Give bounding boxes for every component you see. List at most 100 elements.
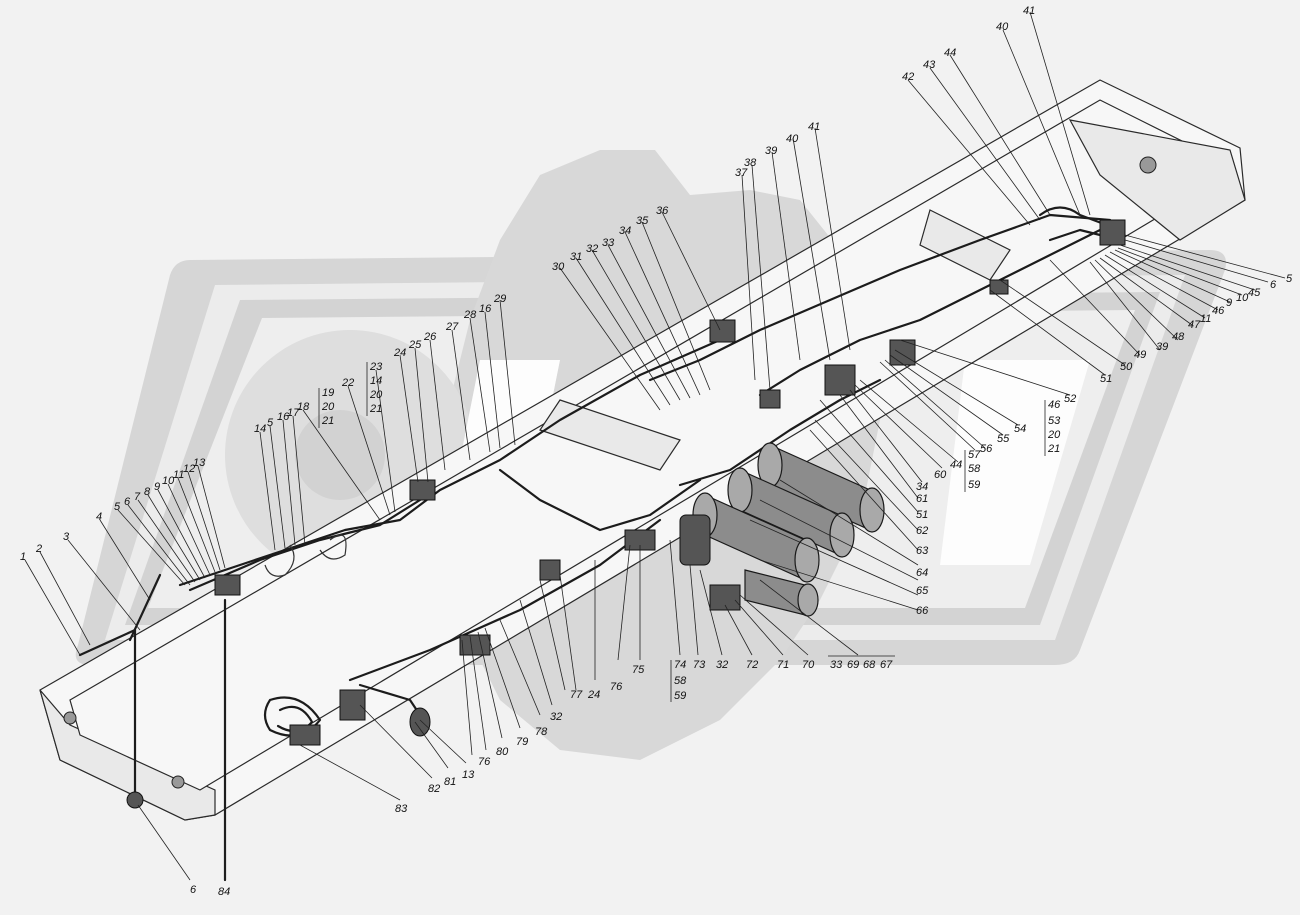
- label-50: 50: [1120, 361, 1133, 373]
- callout-labels: 1 2 3 4 5 6 7 8 9 10 11 12 13 14 5 16 17…: [20, 5, 1293, 898]
- coupling-6: [126, 791, 144, 809]
- label-33: 33: [602, 237, 615, 249]
- label-6b: 6: [1270, 279, 1277, 291]
- label-44b: 44: [950, 459, 962, 471]
- label-21c: 21: [1047, 443, 1060, 455]
- label-20: 20: [321, 401, 335, 413]
- label-42: 42: [902, 71, 914, 83]
- label-68: 68: [863, 659, 876, 671]
- label-51: 51: [1100, 373, 1112, 385]
- label-10b: 10: [1236, 292, 1249, 304]
- label-39b: 39: [1156, 341, 1168, 353]
- label-73: 73: [693, 659, 706, 671]
- label-56: 56: [980, 443, 993, 455]
- label-47: 47: [1188, 319, 1201, 331]
- label-45: 45: [1248, 287, 1261, 299]
- label-26: 26: [423, 331, 437, 343]
- label-36: 36: [656, 205, 669, 217]
- label-49: 49: [1134, 349, 1146, 361]
- label-80: 80: [496, 746, 509, 758]
- label-76: 76: [610, 681, 623, 693]
- label-27: 27: [445, 321, 459, 333]
- label-53: 53: [1048, 415, 1061, 427]
- label-59: 59: [968, 479, 980, 491]
- label-23: 23: [369, 361, 383, 373]
- label-58: 58: [968, 463, 981, 475]
- label-20b: 20: [369, 389, 383, 401]
- label-46: 46: [1212, 305, 1225, 317]
- label-9b: 9: [1226, 297, 1232, 309]
- label-5b: 5: [267, 417, 274, 429]
- label-16: 16: [277, 411, 290, 423]
- label-30: 30: [552, 261, 565, 273]
- label-58b: 58: [674, 675, 687, 687]
- leader-lines: [24, 11, 1286, 881]
- label-31: 31: [570, 251, 582, 263]
- valve-45: [1099, 219, 1126, 246]
- label-52: 52: [1064, 393, 1076, 405]
- corrugated-80: [459, 634, 491, 656]
- label-60: 60: [934, 469, 947, 481]
- connector-83: [289, 724, 321, 746]
- label-20c: 20: [1047, 429, 1061, 441]
- label-70: 70: [802, 659, 815, 671]
- label-34: 34: [619, 225, 631, 237]
- label-24b: 24: [587, 689, 600, 701]
- label-51b: 51: [916, 509, 928, 521]
- label-14b: 14: [370, 375, 382, 387]
- label-34b: 34: [916, 481, 928, 493]
- valve-82: [339, 689, 366, 721]
- label-83: 83: [395, 803, 408, 815]
- valve-72: [709, 584, 741, 611]
- label-40: 40: [786, 133, 799, 145]
- label-17: 17: [287, 407, 300, 419]
- coupling-heads: [214, 574, 241, 596]
- label-41b: 41: [1023, 5, 1035, 17]
- components: [126, 219, 1126, 809]
- label-72: 72: [746, 659, 758, 671]
- label-32c: 32: [550, 711, 562, 723]
- pipelines: [78, 206, 1122, 882]
- label-5: 5: [114, 501, 121, 513]
- label-77: 77: [570, 689, 583, 701]
- label-29: 29: [493, 293, 506, 305]
- chamber-13: [409, 707, 431, 737]
- label-55: 55: [997, 433, 1010, 445]
- group-brackets: [318, 362, 1046, 702]
- label-21: 21: [321, 415, 334, 427]
- label-46b: 46: [1048, 399, 1061, 411]
- label-5c: 5: [1286, 273, 1293, 285]
- label-76b: 76: [478, 756, 491, 768]
- label-24: 24: [393, 347, 406, 359]
- label-2: 2: [35, 543, 42, 555]
- label-65: 65: [916, 585, 929, 597]
- label-19: 19: [322, 387, 334, 399]
- label-13b: 13: [462, 769, 475, 781]
- label-75: 75: [632, 664, 645, 676]
- label-64: 64: [916, 567, 928, 579]
- label-62: 62: [916, 525, 928, 537]
- label-48: 48: [1172, 331, 1185, 343]
- label-66: 66: [916, 605, 929, 617]
- label-6c: 6: [190, 884, 197, 896]
- label-44: 44: [944, 47, 956, 59]
- label-78: 78: [535, 726, 548, 738]
- label-11: 11: [173, 469, 184, 481]
- label-35: 35: [636, 215, 649, 227]
- label-8: 8: [144, 486, 151, 498]
- label-28: 28: [463, 309, 477, 321]
- label-40b: 40: [996, 21, 1009, 33]
- label-43: 43: [923, 59, 936, 71]
- valve-24b: [539, 559, 561, 581]
- label-14: 14: [254, 423, 266, 435]
- label-25: 25: [408, 339, 422, 351]
- label-3: 3: [63, 531, 70, 543]
- label-37: 37: [735, 167, 748, 179]
- label-74: 74: [674, 659, 686, 671]
- label-57: 57: [968, 449, 981, 461]
- label-71: 71: [777, 659, 789, 671]
- label-38: 38: [744, 157, 757, 169]
- label-41: 41: [808, 121, 820, 133]
- label-12: 12: [183, 463, 195, 475]
